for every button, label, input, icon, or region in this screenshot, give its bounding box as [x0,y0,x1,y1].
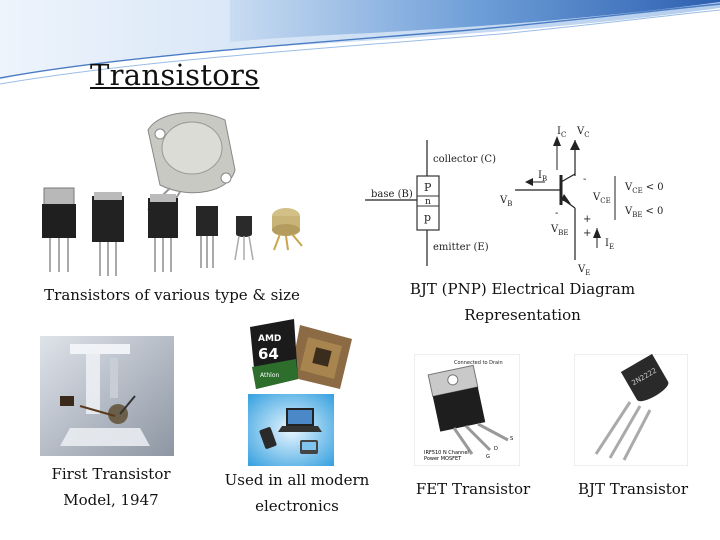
caption-first-line1: First Transistor [51,465,171,483]
vbe-condition: V [624,206,633,217]
vbe-label: V [550,224,559,235]
fet-pin-g: G [486,454,490,460]
to126-transistor [196,206,218,268]
chip-brand-text: AMD [258,334,281,344]
caption-fet-transistor: FET Transistor [400,476,546,502]
bjt-transistor-photo: 2N2222 [574,354,688,466]
ib-label: I [538,170,542,181]
chip-name-text: Athlon [260,372,279,379]
first-transistor-photo [40,336,174,456]
caption-bjt-diagram-line2: Representation [464,306,581,324]
vb-sub: B [507,200,512,208]
fet-label-bottom2: Power MOSFET [424,456,462,462]
svg-text:IB: IB [538,170,547,183]
vce-sub: CE [600,197,610,205]
caption-modern-line1: Used in all modern [224,471,370,489]
ve-sub: E [585,269,590,277]
cpu-box: AMD 64 Athlon [250,319,298,389]
plus-sign-2: + [583,228,591,239]
modern-electronics-photo [248,394,334,466]
plus-sign-1: + [583,214,591,225]
fet-label-top: Connected to Drain [454,360,503,366]
chip-badge-text: 64 [258,345,279,363]
bjt-pnp-diagram: collector (C) base (B) emitter (E) P n p… [365,126,664,277]
ib-sub: B [542,175,547,183]
fet-transistor-photo: Connected to Drain S D G IRF510 N Channe… [414,354,520,466]
vb-label: V [499,195,508,206]
to220-transistor-2 [92,192,124,276]
caption-bjt-transistor: BJT Transistor [560,476,706,502]
caption-bjt-text: BJT Transistor [577,480,688,498]
base-label: base (B) [371,189,413,200]
to92-package: 2N2222 [620,354,669,402]
vbe-sub: BE [558,229,568,237]
svg-text:VCE< 0: VCE < 0 [624,182,664,195]
vce-condition-sub: CE [632,187,642,195]
vce-condition: V [624,182,633,193]
header-swoosh [0,0,720,85]
ie-sub: E [609,243,614,251]
cpu-package [290,325,352,389]
vce-label: V [592,192,601,203]
n-region: n [425,197,431,207]
to220-transistor-1 [42,187,76,272]
ie-label: I [605,238,609,249]
caption-various-text: Transistors of various type & size [44,286,300,304]
caption-modern-line2: electronics [255,497,339,515]
fet-pin-s: S [510,436,513,442]
ic-label: I [557,126,561,137]
svg-text:IE: IE [605,238,614,251]
pnp-block [416,175,440,231]
caption-first-transistor: First Transistor Model, 1947 [30,461,192,513]
fet-package [427,364,486,432]
to92-transistor [234,216,254,261]
vbe-condition-value: < 0 [646,206,664,217]
svg-text:VE: VE [577,264,590,277]
minus-sign-1: - [583,174,586,185]
to18-metal-can-transistor [272,208,303,251]
vce-condition-value: < 0 [646,182,664,193]
svg-text:IC: IC [557,126,566,139]
svg-text:VCE: VCE [592,192,611,205]
svg-text:VC: VC [576,126,590,139]
amd-athlon-chip-photo: AMD 64 Athlon [250,319,352,389]
minus-sign-2: - [555,208,558,219]
ic-sub: C [561,131,566,139]
fet-pin-d: D [494,446,498,452]
vc-label: V [576,126,585,137]
fet-label-bottom1: IRF510 N Channel [424,450,469,456]
p-region-bottom: p [424,211,431,224]
svg-text:VB: VB [499,195,512,208]
caption-modern-electronics: Used in all modern electronics [205,467,389,519]
svg-text:VBE: VBE [550,224,569,237]
caption-first-line2: Model, 1947 [63,491,159,509]
caption-fet-text: FET Transistor [415,480,531,498]
ve-label: V [577,264,586,275]
caption-various-types: Transistors of various type & size [22,282,322,308]
svg-text:VBE< 0: VBE < 0 [624,206,663,219]
vbe-condition-sub: BE [632,211,642,219]
collector-label: collector (C) [433,154,496,165]
emitter-label: emitter (E) [433,242,489,253]
transistors-assortment-image [42,112,303,276]
vc-sub: C [584,131,589,139]
caption-bjt-diagram: BJT (PNP) Electrical Diagram Representat… [385,276,660,328]
to220-transistor-3 [148,194,178,272]
caption-bjt-diagram-line1: BJT (PNP) Electrical Diagram [409,280,636,298]
slide-title: Transistors [90,58,260,92]
to3-transistor [147,112,236,216]
p-region-top: P [424,181,432,194]
